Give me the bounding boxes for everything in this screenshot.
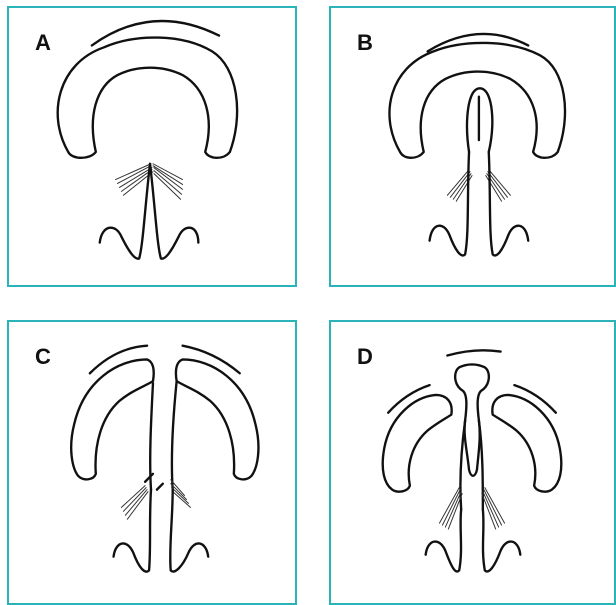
left-shelf: [71, 359, 154, 479]
left-shelf: [383, 395, 452, 492]
median-tube: [467, 88, 492, 152]
midline-groove: [100, 164, 199, 259]
converging-cells-c: [121, 480, 190, 519]
right-shelf: [492, 395, 561, 492]
midline-cleft: [150, 381, 176, 489]
diagram-b: [331, 8, 614, 285]
converging-cells-b: [447, 170, 510, 202]
diagram-c: [9, 322, 295, 603]
midline-groove: [430, 152, 529, 256]
converging-cells-d: [439, 488, 504, 529]
panel-a: A: [7, 6, 297, 287]
diagram-d: [331, 322, 614, 603]
horseshoe-ridge: [58, 38, 237, 158]
midline-groove: [426, 509, 521, 571]
right-shelf: [176, 359, 259, 479]
outer-arc: [92, 21, 219, 45]
panel-c: C: [7, 320, 297, 605]
horseshoe-ridge: [389, 43, 565, 158]
panel-d: D: [329, 320, 616, 605]
outer-arc-top: [447, 350, 500, 355]
panel-b: B: [329, 6, 616, 287]
fusion-tick: [145, 474, 163, 490]
diagram-a: [9, 8, 295, 285]
midline-cleft: [460, 421, 482, 510]
